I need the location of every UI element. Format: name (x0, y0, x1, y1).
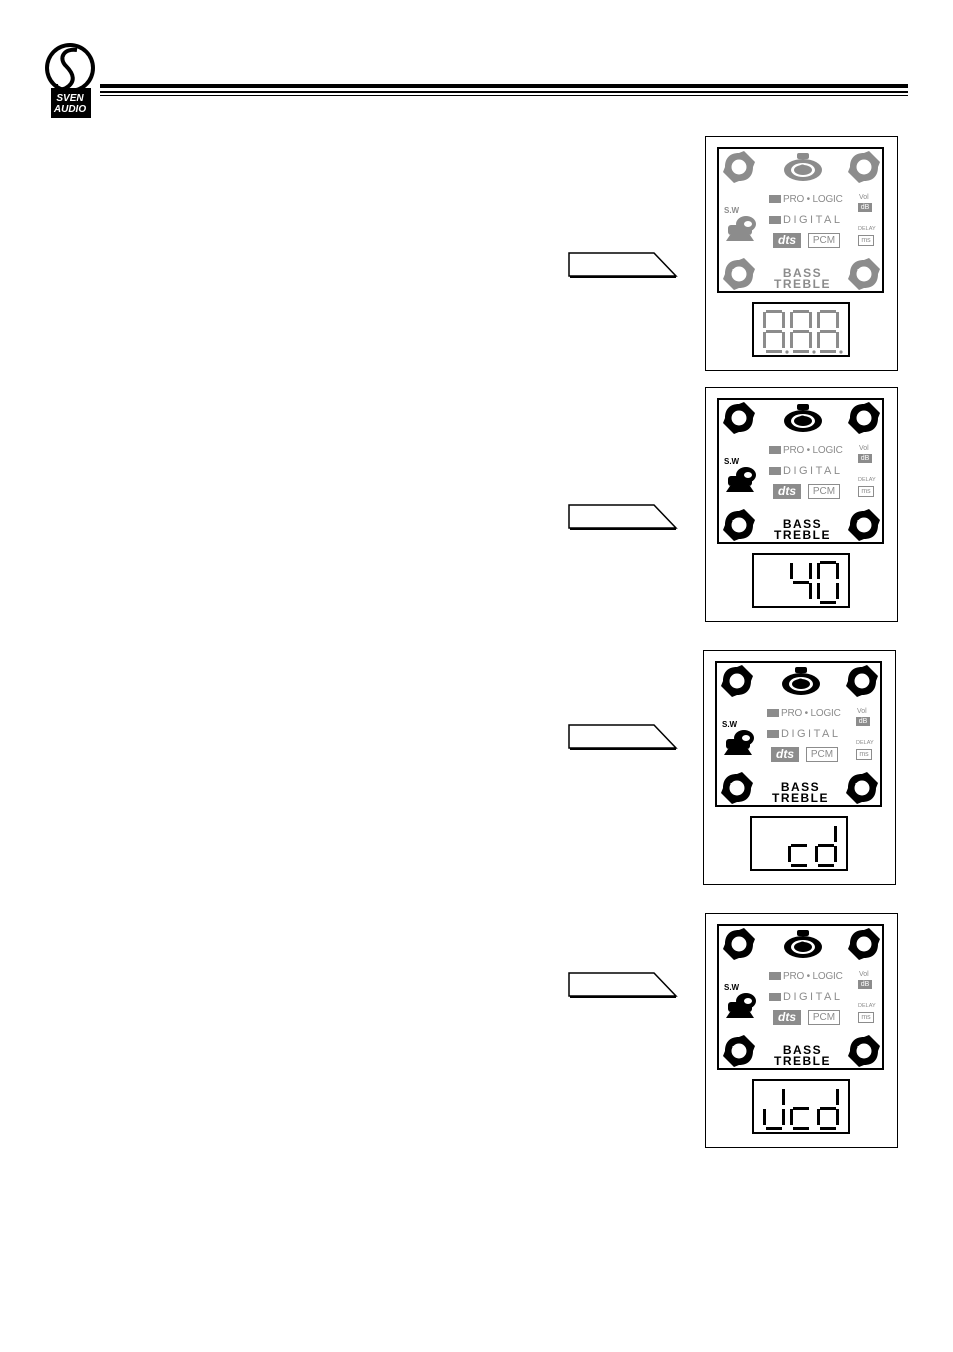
sw-label: S.W (724, 457, 740, 466)
sw-label: S.W (722, 720, 738, 729)
ms-badge: ms (858, 486, 874, 497)
segment-digit (763, 310, 785, 353)
dts-badge: dts (773, 233, 801, 248)
segment-display: 8.8.8. (752, 302, 850, 357)
header-rule-hair (100, 95, 908, 96)
callout-tag-1 (568, 252, 678, 278)
vol-label: Vol (857, 708, 867, 715)
display-panel-4: L R C Ls Rs S.W PRO • LOGIC DIGITAL dts PCM Vol dB D… (705, 913, 898, 1148)
vol-label: Vol (859, 445, 869, 452)
callout-tag-4 (568, 972, 678, 998)
pro-logic-label: PRO • LOGIC (769, 195, 843, 205)
segment-digit (790, 563, 812, 599)
db-badge: dB (856, 717, 870, 726)
channel-rs-label: Rs (857, 519, 868, 528)
pro-logic-label: PRO • LOGIC (767, 709, 841, 719)
lcd-screen: L R C Ls Rs S.W PRO • LOGIC DIGITAL dts PCM Vol dB D… (717, 924, 884, 1070)
channel-l-label: L (734, 161, 740, 171)
channel-l-label: L (734, 412, 740, 422)
delay-label: DELAY (858, 226, 876, 232)
channel-ls-label: Ls (732, 268, 742, 277)
dts-badge: dts (773, 1010, 801, 1025)
sw-label: S.W (724, 983, 740, 992)
pcm-badge: PCM (808, 1010, 840, 1025)
channel-rs-label: Rs (857, 1045, 868, 1054)
db-badge: dB (858, 203, 872, 212)
lcd-screen: L R C Ls Rs S.W PRO • LOGIC DIGITAL dts PCM Vol dB D… (717, 398, 884, 544)
display-panel-3: L R C Ls Rs S.W PRO • LOGIC DIGITAL dts PCM Vol dB D… (703, 650, 896, 885)
channel-c-label: C (797, 677, 804, 687)
bass-label: BASS (782, 1043, 823, 1057)
ms-badge: ms (858, 235, 874, 246)
segment-digit (817, 1089, 839, 1130)
channel-c-label: C (799, 414, 806, 424)
pro-logic-label: PRO • LOGIC (769, 446, 843, 456)
delay-label: DELAY (858, 1003, 876, 1009)
sw-label: S.W (724, 206, 740, 215)
display-panel-2: L R C Ls Rs S.W PRO • LOGIC DIGITAL dts PCM Vol dB D… (705, 387, 898, 622)
pcm-badge: PCM (808, 484, 840, 499)
segment-digit (817, 561, 839, 604)
digital-label: DIGITAL (769, 215, 842, 226)
segment-digit (763, 1089, 785, 1130)
dts-badge: dts (771, 747, 799, 762)
channel-c-label: C (799, 163, 806, 173)
treble-label: TREBLE (772, 791, 829, 805)
callout-tag-3 (568, 724, 678, 750)
channel-rs-label: Rs (855, 782, 866, 791)
channel-ls-label: Ls (732, 1045, 742, 1054)
digital-label: DIGITAL (767, 729, 840, 740)
header-rule-thin (100, 91, 908, 93)
segment-display: 40 (752, 553, 850, 608)
pcm-badge: PCM (808, 233, 840, 248)
db-badge: dB (858, 454, 872, 463)
segment-digit (815, 826, 837, 867)
treble-label: TREBLE (774, 277, 831, 291)
channel-ls-label: Ls (730, 782, 740, 791)
channel-ls-label: Ls (732, 519, 742, 528)
channel-l-label: L (732, 675, 738, 685)
channel-r-label: R (857, 675, 864, 685)
digital-label: DIGITAL (769, 466, 842, 477)
channel-l-label: L (734, 938, 740, 948)
channel-rs-label: Rs (857, 268, 868, 277)
bass-label: BASS (782, 517, 823, 531)
segment-display: cd (750, 816, 848, 871)
segment-display: Jcd (752, 1079, 850, 1134)
callout-tag-2 (568, 504, 678, 530)
treble-label: TREBLE (774, 528, 831, 542)
segment-digit (790, 310, 812, 353)
channel-r-label: R (859, 412, 866, 422)
ms-badge: ms (856, 749, 872, 760)
treble-label: TREBLE (774, 1054, 831, 1068)
vol-label: Vol (859, 194, 869, 201)
segment-digit (788, 844, 807, 867)
header-rule (100, 84, 908, 88)
db-badge: dB (858, 980, 872, 989)
channel-r-label: R (859, 161, 866, 171)
display-panel-1: L R C Ls Rs S.W PRO • LOGIC DIGITAL dts PCM Vol dB D… (705, 136, 898, 371)
bass-label: BASS (782, 266, 823, 280)
channel-r-label: R (859, 938, 866, 948)
pro-logic-label: PRO • LOGIC (769, 972, 843, 982)
digital-label: DIGITAL (769, 992, 842, 1003)
pcm-badge: PCM (806, 747, 838, 762)
logo-line1: SVEN (56, 93, 84, 104)
bass-label: BASS (780, 780, 821, 794)
logo-line2: AUDIO (53, 104, 87, 115)
lcd-screen: L R C Ls Rs S.W PRO • LOGIC DIGITAL dts PCM Vol dB D… (715, 661, 882, 807)
delay-label: DELAY (858, 477, 876, 483)
lcd-screen: L R C Ls Rs S.W PRO • LOGIC DIGITAL dts PCM Vol dB D… (717, 147, 884, 293)
ms-badge: ms (858, 1012, 874, 1023)
channel-c-label: C (799, 940, 806, 950)
sven-audio-logo: SVEN AUDIO (44, 42, 96, 118)
delay-label: DELAY (856, 740, 874, 746)
vol-label: Vol (859, 971, 869, 978)
logo-mark-icon (45, 43, 95, 118)
segment-digit (817, 310, 839, 353)
dts-badge: dts (773, 484, 801, 499)
segment-digit (790, 1107, 809, 1130)
